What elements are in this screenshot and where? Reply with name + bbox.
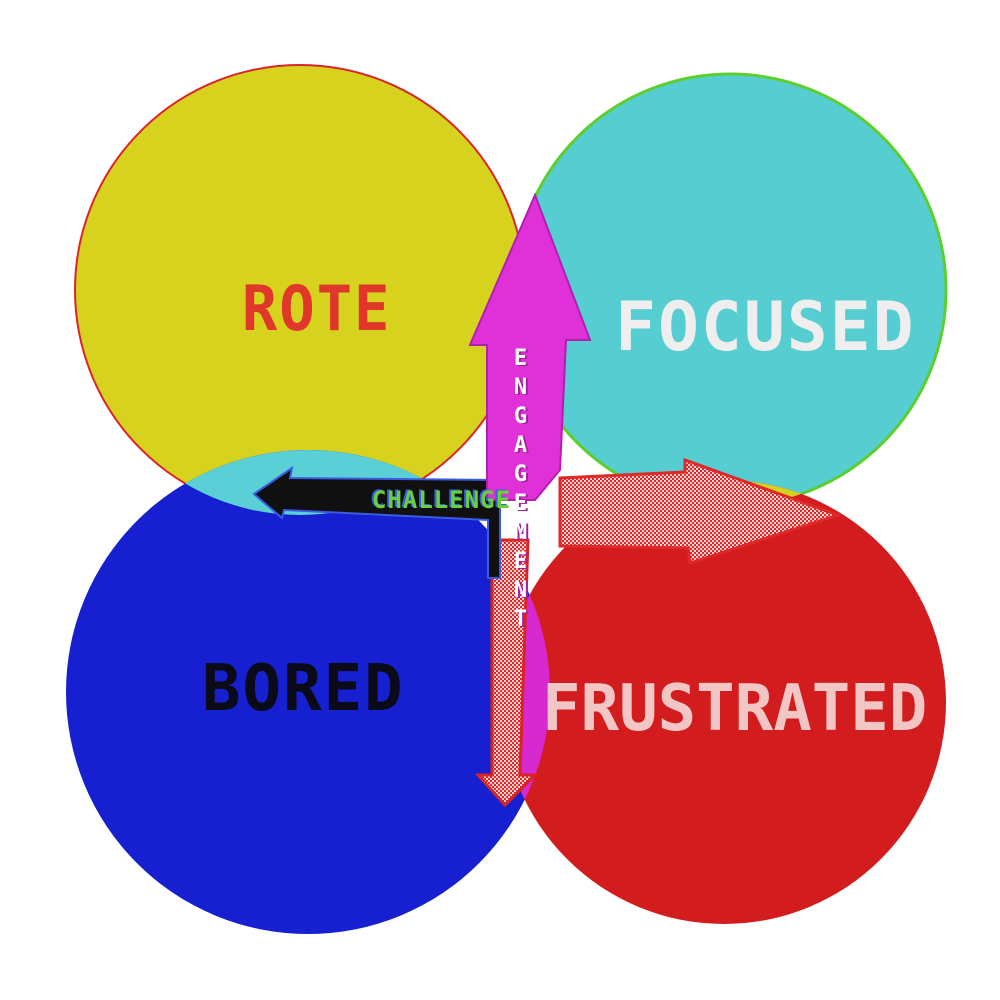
- label-rote: ROTE: [241, 272, 392, 345]
- arrow-up: [468, 192, 592, 501]
- arrow-right: [558, 457, 843, 565]
- label-frustrated: FRUSTRATED: [542, 672, 928, 746]
- arrow-down: [474, 538, 539, 808]
- circle-frustrated: [502, 480, 946, 924]
- label-bored: BORED: [202, 652, 405, 726]
- axis-label-challenge: CHALLENGE: [372, 486, 512, 514]
- label-focused: FOCUSED: [615, 288, 916, 367]
- circle-bored: [66, 450, 550, 934]
- arrow-left: [252, 465, 501, 579]
- axis-label-engagement: ENGAGEMENT: [508, 346, 533, 636]
